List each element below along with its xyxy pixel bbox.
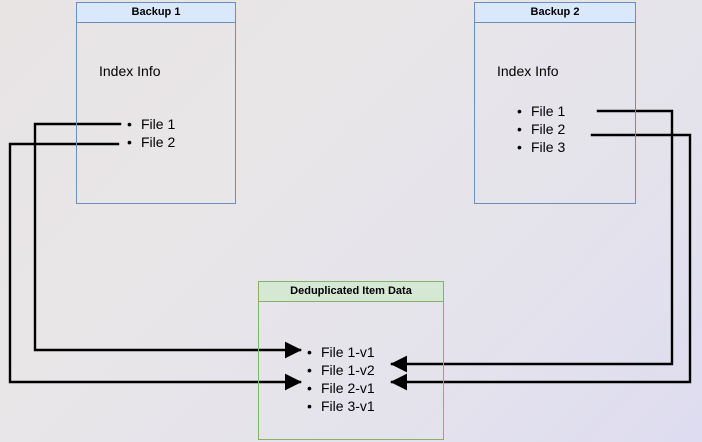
list-item[interactable]: File 3 — [517, 138, 565, 156]
backup-2-body: Index Info File 1 File 2 File 3 — [475, 23, 635, 203]
backup-1-file-list: File 1 File 2 — [127, 115, 175, 151]
backup-1-body: Index Info File 1 File 2 — [77, 23, 235, 203]
list-item[interactable]: File 1 — [127, 115, 175, 133]
dedup-item-list: File 1-v1 File 1-v2 File 2-v1 File 3-v1 — [307, 343, 375, 415]
backup-1-node[interactable]: Backup 1 Index Info File 1 File 2 — [76, 2, 236, 204]
backup-2-file-list: File 1 File 2 File 3 — [517, 102, 565, 156]
backup-2-subtitle: Index Info — [497, 63, 559, 79]
backup-2-node[interactable]: Backup 2 Index Info File 1 File 2 File 3 — [474, 2, 636, 204]
list-item[interactable]: File 2 — [127, 133, 175, 151]
backup-1-subtitle: Index Info — [99, 63, 161, 79]
deduplicated-item-data-node[interactable]: Deduplicated Item Data File 1-v1 File 1-… — [258, 281, 444, 440]
deduplicated-item-data-body: File 1-v1 File 1-v2 File 2-v1 File 3-v1 — [259, 302, 443, 439]
backup-2-title: Backup 2 — [475, 3, 635, 23]
deduplicated-item-data-title: Deduplicated Item Data — [259, 282, 443, 302]
list-item[interactable]: File 1 — [517, 102, 565, 120]
list-item[interactable]: File 2-v1 — [307, 379, 375, 397]
list-item[interactable]: File 1-v1 — [307, 343, 375, 361]
list-item[interactable]: File 1-v2 — [307, 361, 375, 379]
list-item[interactable]: File 3-v1 — [307, 397, 375, 415]
list-item[interactable]: File 2 — [517, 120, 565, 138]
backup-1-title: Backup 1 — [77, 3, 235, 23]
